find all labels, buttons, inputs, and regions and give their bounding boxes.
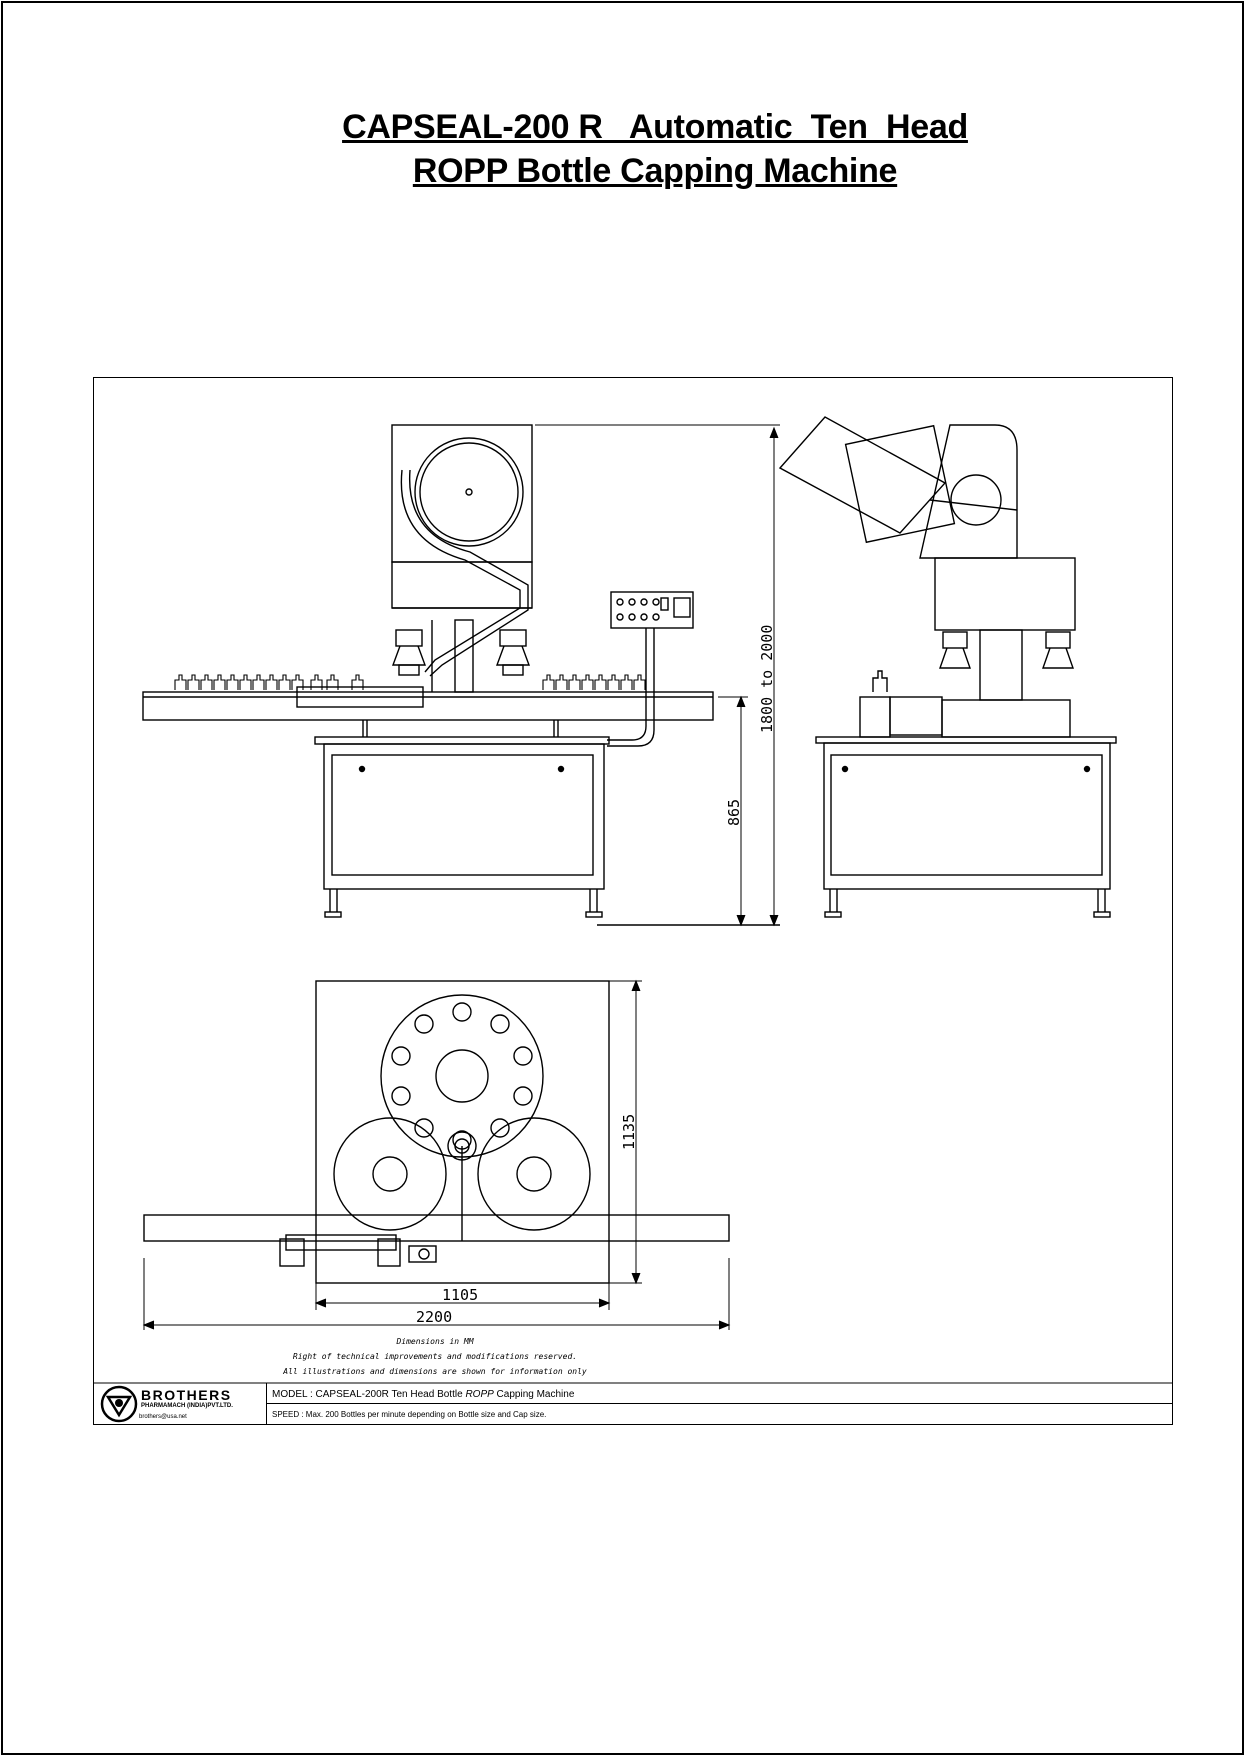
side-view	[778, 416, 1117, 918]
control-panel	[610, 591, 694, 629]
drawing-title-line1: CAPSEAL-200 R Automatic Ten Head	[342, 108, 968, 146]
dimension-lines	[142, 424, 780, 1330]
bottles-right	[542, 674, 646, 690]
cap-chute	[400, 469, 521, 673]
hopper-bowl-outer	[414, 437, 524, 547]
company-email: brothers@usa.net	[139, 1414, 187, 1420]
dim-overall-length: 2200	[416, 1308, 452, 1326]
bottles-left	[174, 674, 364, 690]
title-block-divider	[267, 1403, 1173, 1404]
note-rights: Right of technical improvements and modi…	[292, 1352, 578, 1361]
speed-spec: SPEED : Max. 200 Bottles per minute depe…	[272, 1410, 547, 1419]
company-name: BROTHERS	[141, 1387, 232, 1403]
side-head-housing	[934, 557, 1076, 631]
brothers-triangle-logo-icon	[100, 1385, 138, 1423]
dim-top-width: 1105	[442, 1286, 478, 1304]
front-table-body	[323, 743, 605, 890]
front-view	[142, 424, 780, 926]
dim-table-height: 865	[725, 799, 743, 826]
tilted-hopper	[778, 416, 947, 534]
model-italic: ROPP	[465, 1389, 494, 1400]
side-hopper-bowl	[950, 474, 1002, 526]
front-conveyor	[142, 691, 714, 721]
drive-unit	[285, 1234, 397, 1251]
model-spec: MODEL : CAPSEAL-200R Ten Head Bottle ROP…	[272, 1389, 574, 1400]
side-bottle	[872, 670, 888, 692]
model-suffix: Capping Machine	[493, 1389, 575, 1400]
model-prefix: MODEL : CAPSEAL-200R Ten Head Bottle	[272, 1389, 466, 1400]
note-disclaimer: All illustrations and dimensions are sho…	[283, 1367, 587, 1376]
top-conveyor	[143, 1214, 730, 1242]
company-logo-block: BROTHERS PHARMAMACH (INDIA)PVT.LTD. brot…	[93, 1383, 267, 1425]
starwheel-guard	[296, 686, 424, 708]
top-view	[143, 980, 730, 1284]
side-capping-heads	[939, 631, 1074, 669]
panel-arm	[607, 628, 647, 741]
note-units: Dimensions in MM	[396, 1337, 474, 1346]
top-view-base	[315, 980, 610, 1284]
drawing-frame	[93, 377, 1173, 1425]
company-subtitle: PHARMAMACH (INDIA)PVT.LTD.	[141, 1403, 233, 1409]
outfeed-starwheel	[477, 1117, 591, 1231]
drawing-title-line2: ROPP Bottle Capping Machine	[412, 152, 898, 190]
side-table-top	[815, 736, 1117, 744]
capping-head-right	[495, 629, 531, 676]
dim-overall-height: 1800 to 2000	[758, 625, 776, 733]
dim-top-depth: 1135	[620, 1114, 638, 1150]
front-table-top	[314, 736, 610, 745]
capping-head-left	[391, 629, 427, 676]
cap-hopper	[391, 424, 533, 563]
side-table-body	[823, 742, 1111, 890]
starwheel-pockets	[391, 1002, 533, 1150]
infeed-starwheel	[333, 1117, 447, 1231]
